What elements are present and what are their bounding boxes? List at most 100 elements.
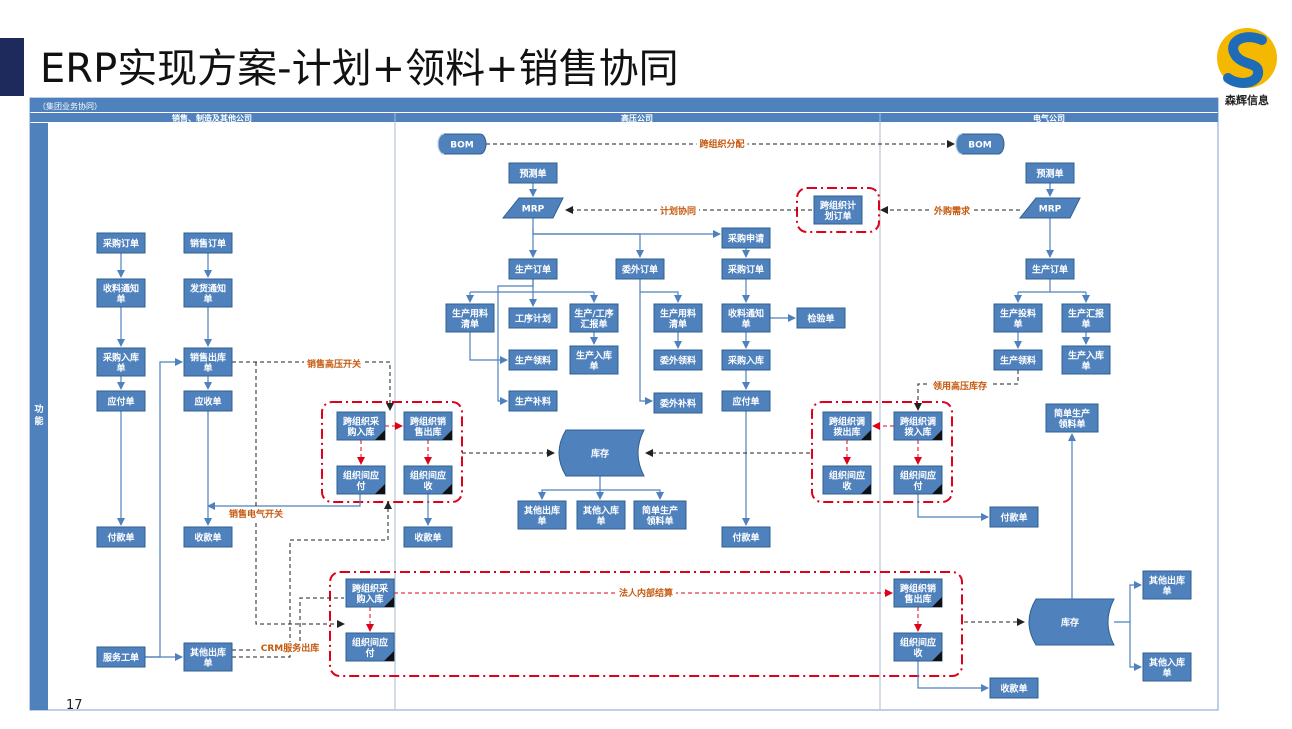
node-s-po <box>96 232 146 254</box>
node-label-h-feed: 生产补料 <box>515 396 551 408</box>
node-label-e-x-in: 跨组织调 <box>900 415 936 427</box>
node-e-pay <box>989 506 1039 528</box>
node-label-e-x-ar: 收 <box>842 480 851 492</box>
node-label-e-x-ar: 组织间应 <box>829 469 865 481</box>
annotation-backing <box>255 642 325 654</box>
node-label-plan-order: 划订单 <box>824 210 851 222</box>
node-label-h-sub-bom: 清单 <box>669 318 687 330</box>
node-label-h-sub-bom: 生产用料 <box>660 307 696 319</box>
node-h-req <box>721 227 771 249</box>
annotation-backing <box>930 380 990 392</box>
node-e-fin-in <box>1061 345 1111 375</box>
connector <box>1129 622 1142 671</box>
connector <box>1114 581 1142 623</box>
node-label-h-x-ar: 组织间应 <box>410 469 446 481</box>
node-e-x-ar <box>822 465 872 495</box>
page-title: ERP实现方案-计划+领料+销售协同 <box>40 46 679 92</box>
annotation-cross-alloc: 跨组织分配 <box>699 138 744 150</box>
annotation-backing <box>931 205 973 217</box>
node-h-route <box>508 307 558 329</box>
node-label-e-mo: 生产订单 <box>1032 264 1068 276</box>
node-label-plan-order: 跨组织计 <box>820 199 856 211</box>
node-label-b-other-in: 单 <box>1162 667 1171 679</box>
connector <box>255 362 345 628</box>
node-label-s-pay: 付款单 <box>107 532 134 544</box>
connector <box>497 279 534 405</box>
node-label-h-other-in: 单 <box>596 515 605 527</box>
cylinder-edge <box>955 133 963 155</box>
node-label-h-x-ap: 组织间应 <box>343 469 379 481</box>
annotation-backing <box>696 138 748 150</box>
node-label-e-simple-pick: 领料单 <box>1058 418 1085 430</box>
node-label-s-service: 服务工单 <box>103 652 139 664</box>
node-e-report <box>1061 303 1111 333</box>
node-label-s-other-out: 其他出库 <box>190 646 226 658</box>
node-label-s-ship: 单 <box>203 293 212 305</box>
node-e-mrp <box>1018 197 1081 219</box>
corner-fold-icon <box>861 484 871 494</box>
node-label-h-report: 生产/工序 <box>574 307 613 319</box>
node-label-b-x-out: 售出库 <box>903 593 931 605</box>
node-label-h-sub-feed: 委外补料 <box>659 398 696 410</box>
node-h-simple-pick <box>633 500 687 530</box>
node-label-h-x-in: 购入库 <box>347 426 374 438</box>
node-b-x-out <box>893 578 943 608</box>
connector <box>600 489 664 500</box>
node-label-h-inspect: 检验单 <box>807 313 834 325</box>
corner-fold-icon <box>375 430 385 440</box>
annotation-backing <box>657 205 699 217</box>
node-label-e-report: 单 <box>1081 318 1090 330</box>
node-label-s-in: 单 <box>116 362 125 374</box>
function-side-label: 能 <box>34 415 43 427</box>
annotation-backing <box>226 508 286 520</box>
node-label-h-req: 采购申请 <box>727 233 764 245</box>
node-e-x-ap <box>893 465 943 495</box>
lane-header-bar <box>30 113 1218 122</box>
node-h-feed <box>508 390 558 412</box>
annotation-crm-out: CRM服务出库 <box>261 642 320 654</box>
slide-number: 17 <box>66 698 83 713</box>
node-h-other-in <box>576 500 626 530</box>
corner-fold-icon <box>375 484 385 494</box>
swimlane-caption: （集团业务协同） <box>38 101 102 111</box>
node-label-e-x-ap: 付 <box>913 480 922 492</box>
corner-fold-icon <box>442 484 452 494</box>
node-b-x-ap <box>345 632 395 662</box>
annotation-backing <box>304 358 364 370</box>
node-label-h-collect: 收款单 <box>414 532 441 544</box>
node-label-h-x-ap: 付 <box>356 480 365 492</box>
node-label-s-other-out: 单 <box>203 657 212 669</box>
corner-fold-icon <box>932 651 942 661</box>
node-s-so <box>183 232 233 254</box>
node-label-h-x-out: 售出库 <box>413 426 441 438</box>
corner-fold-icon <box>932 484 942 494</box>
node-h-sub <box>615 258 665 280</box>
connector <box>917 661 989 692</box>
node-h-report <box>569 303 619 333</box>
node-label-h-other-in: 其他入库 <box>583 504 619 516</box>
node-h-x-ar <box>403 465 453 495</box>
logo-text: 森辉信息 <box>1225 94 1269 107</box>
node-label-b-other-in: 其他入库 <box>1149 656 1185 668</box>
node-label-h-sub: 委外订单 <box>621 264 658 276</box>
node-label-b-collect: 收款单 <box>1000 683 1027 695</box>
node-h-x-in <box>336 411 386 441</box>
connector <box>533 233 644 258</box>
node-label-h-pick: 生产领料 <box>515 355 551 367</box>
node-h-other-out <box>517 500 567 530</box>
node-label-h-sub-pick: 委外领料 <box>659 355 696 367</box>
node-s-other-out <box>183 642 233 672</box>
function-side-bar <box>30 123 48 710</box>
node-s-ar <box>183 390 233 412</box>
node-label-h-bom-list: 清单 <box>461 318 479 330</box>
node-plan-order <box>813 195 863 225</box>
node-h-receive <box>721 303 771 333</box>
node-label-h-receive: 收料通知 <box>728 307 764 319</box>
annotation-sales-hv-switch: 销售高压开关 <box>307 358 361 370</box>
node-label-h-x-in: 跨组织采 <box>343 415 379 427</box>
node-label-h-x-out: 跨组织销 <box>410 415 446 427</box>
corner-fold-icon <box>861 430 871 440</box>
node-s-service <box>96 646 146 668</box>
node-s-in <box>96 347 146 377</box>
node-label-e-x-in: 拨入库 <box>904 426 931 438</box>
